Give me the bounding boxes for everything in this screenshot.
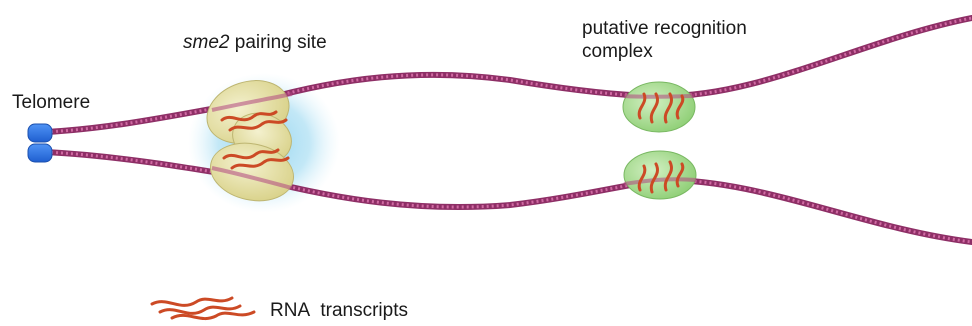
rna-legend-label: RNA transcripts [270, 300, 408, 323]
telomere-label: Telomere [12, 92, 90, 115]
pairing-site-label: sme2 pairing site [183, 32, 327, 55]
pairing-site-text: pairing site [229, 32, 326, 53]
telomere-icon [28, 124, 52, 162]
pairing-gene-name: sme2 [183, 32, 229, 53]
recognition-label-line2: complex [582, 41, 653, 62]
lower-chromosome [46, 152, 972, 242]
recognition-complex-upper-icon [623, 82, 695, 132]
rna-legend-icon [152, 298, 254, 319]
recognition-complex-lower-icon [624, 151, 696, 199]
recognition-label-line1: putative recognition [582, 18, 747, 39]
